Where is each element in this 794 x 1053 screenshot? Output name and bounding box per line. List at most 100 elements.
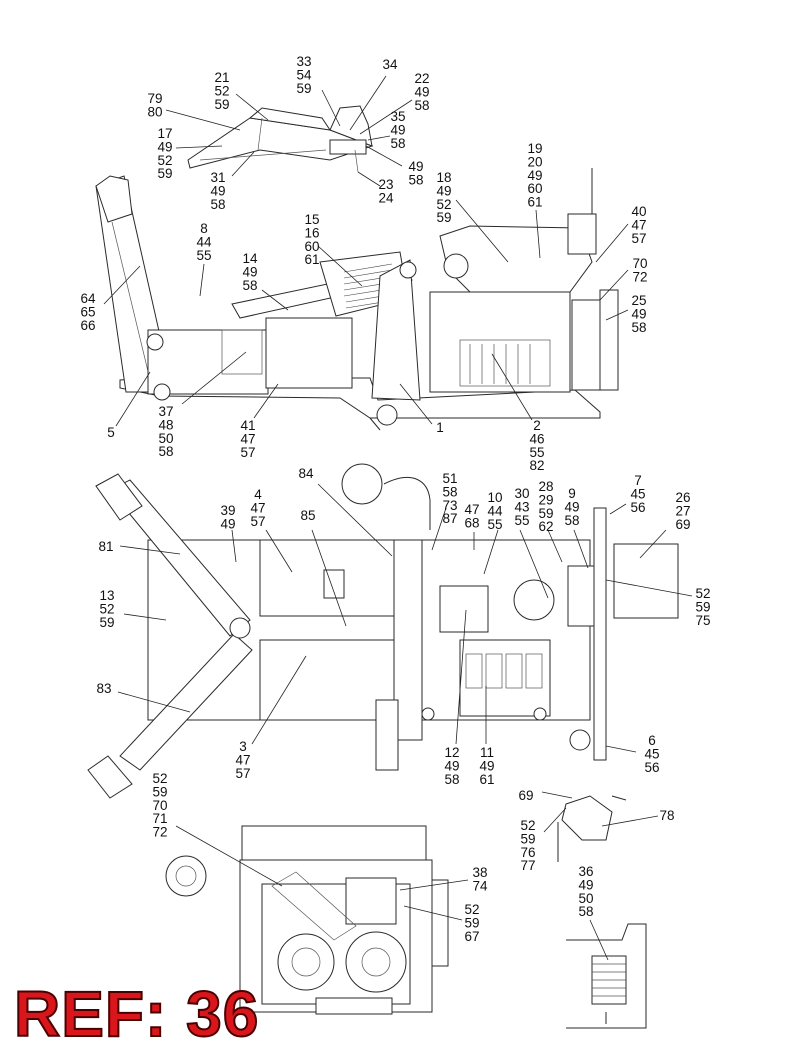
callout-number: 65 [80,304,95,319]
callout-number: 33 [296,54,311,69]
callout-number: 66 [80,318,95,333]
callout-number: 58 [578,904,593,919]
callout-number: 81 [98,539,113,554]
callout-number: 28 [538,479,553,494]
callout-number: 58 [564,513,579,528]
callout-number: 58 [444,772,459,787]
callout-stack: 5 [107,425,115,440]
bottom-detail-view [165,825,449,1015]
callout-number: 52 [99,601,114,616]
callout-number: 59 [520,831,535,846]
callout-number: 19 [527,141,542,156]
callout-number: 61 [304,252,319,267]
callout-number: 8 [200,221,208,236]
callout-number: 74 [472,878,488,893]
callout-stack: 83 [96,681,111,696]
callout-number: 59 [464,915,479,930]
plan-view [87,463,679,799]
callout-number: 25 [631,293,646,308]
callout-number: 58 [408,172,423,187]
callout-number: 54 [296,67,312,82]
callout-number: 67 [464,929,479,944]
callout-number: 72 [152,825,167,840]
callout-number: 49 [631,306,646,321]
callout-number: 29 [538,492,553,507]
callout-number: 55 [196,248,211,263]
side-elevation-view [95,168,619,431]
callout-number: 49 [414,84,429,99]
callout-number: 10 [487,490,502,505]
callout-number: 59 [214,97,229,112]
callout-number: 58 [210,197,225,212]
callout-number: 24 [378,190,394,205]
callout-number: 27 [675,503,690,518]
callout-number: 49 [210,183,225,198]
callout-number: 26 [675,490,690,505]
top-cover-assembly [187,105,374,173]
callout-number: 58 [631,320,646,335]
callout-number: 69 [675,517,690,532]
callout-number: 47 [464,502,479,517]
callout-number: 85 [300,508,315,523]
callout-number: 4 [254,487,262,502]
callout-stack: 78 [659,808,674,823]
callout-number: 56 [644,760,659,775]
callout-number: 13 [99,588,114,603]
callout-number: 41 [240,418,255,433]
callout-number: 38 [472,865,487,880]
callout-number: 30 [514,486,529,501]
callout-number: 43 [514,499,529,514]
callout-number: 47 [240,431,255,446]
callout-number: 52 [695,586,710,601]
callout-number: 51 [442,471,457,486]
callout-number: 58 [242,278,257,293]
callout-number: 44 [196,234,212,249]
callout-stack: 34 [382,57,398,72]
callout-number: 18 [436,170,451,185]
callout-number: 44 [487,503,503,518]
callout-number: 6 [648,733,656,748]
callout-number: 47 [235,752,250,767]
callout-number: 83 [96,681,111,696]
callout-number: 39 [220,503,235,518]
callout-number: 49 [479,758,494,773]
callout-number: 59 [99,615,114,630]
callout-number: 2 [533,418,541,433]
callout-number: 52 [157,153,172,168]
callout-number: 5 [107,425,115,440]
callout-number: 49 [527,168,542,183]
callout-number: 76 [520,845,535,860]
callout-number: 61 [527,195,542,210]
callout-number: 70 [152,798,167,813]
callout-number: 72 [632,269,647,284]
callout-number: 50 [158,431,173,446]
callout-number: 55 [514,513,529,528]
callout-number: 49 [408,159,423,174]
callout-number: 60 [527,181,542,196]
callout-number: 17 [157,126,172,141]
callout-labels: 3354593422495821525979801749525935495849… [80,54,710,944]
